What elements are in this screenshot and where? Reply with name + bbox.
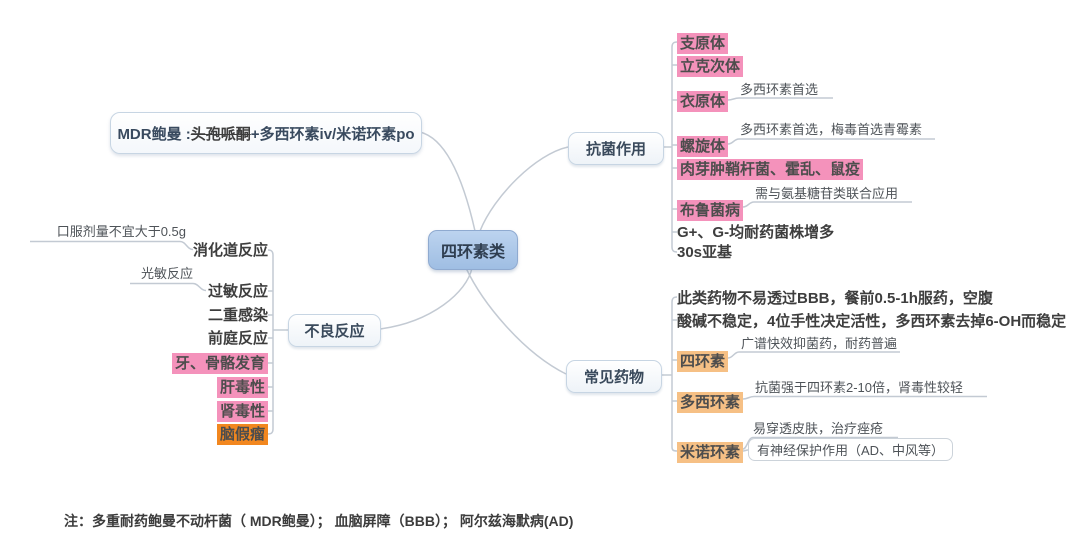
branch-adverse-reactions[interactable]: 不良反应: [288, 314, 381, 347]
photosensitivity-note[interactable]: 光敏反应: [140, 266, 193, 281]
topic-mycoplasma[interactable]: 支原体: [677, 33, 729, 54]
footnote: 注：多重耐药鲍曼不动杆菌（ MDR鲍曼）； 血脑屏障（BBB）； 阿尔兹海默病(…: [64, 513, 574, 529]
floating-topic-suffix: +多西环素iv/米诺环素po: [250, 125, 415, 143]
tetracycline-note[interactable]: 广谱快效抑菌药，耐药普遍: [741, 336, 898, 351]
note-underlines-antibacterial: [727, 97, 935, 208]
brucellosis-note[interactable]: 需与氨基糖苷类联合应用: [755, 186, 899, 201]
minocycline-note-neuroprotective[interactable]: 有神经保护作用（AD、中风等）: [748, 438, 954, 461]
topic-30s-subunit[interactable]: 30s亚基: [677, 244, 733, 261]
connector-center-floating: [419, 131, 476, 232]
topic-minocycline[interactable]: 米诺环素: [677, 442, 744, 463]
topic-allergic-reaction[interactable]: 过敏反应: [207, 283, 268, 300]
topic-brucellosis[interactable]: 布鲁菌病: [677, 200, 744, 221]
floating-topic-prefix: MDR鲍曼 :: [117, 125, 191, 143]
topic-granuloma-cholera-plague[interactable]: 肉芽肿鞘杆菌、霍乱、鼠疫: [677, 159, 864, 180]
topic-resistant-strains[interactable]: G+、G-均耐药菌株增多: [677, 224, 835, 241]
topic-stability-note[interactable]: 酸碱不稳定，4位手性决定活性，多西环素去掉6-OH而稳定: [677, 313, 1067, 330]
branch-antibacterial[interactable]: 抗菌作用: [568, 132, 664, 165]
topic-gi-reaction[interactable]: 消化道反应: [192, 242, 268, 259]
topic-spirochete[interactable]: 螺旋体: [677, 136, 729, 157]
spirochete-note[interactable]: 多西环素首选，梅毒首选青霉素: [740, 122, 923, 137]
note-underlines-adverse: [30, 240, 207, 292]
oral-dose-note[interactable]: 口服剂量不宜大于0.5g: [56, 224, 186, 239]
topic-rickettsia[interactable]: 立克次体: [677, 56, 744, 77]
floating-topic-mdr[interactable]: MDR鲍曼 :头孢哌酮+多西环素iv/米诺环素po: [110, 112, 422, 154]
topic-hepatotoxicity[interactable]: 肝毒性: [216, 377, 268, 398]
topic-doxycycline[interactable]: 多西环素: [677, 392, 744, 413]
connector-center-common-drugs: [465, 267, 567, 375]
minocycline-note-skin[interactable]: 易穿透皮肤，治疗痤疮: [753, 421, 884, 436]
topic-bbb-dosing-note[interactable]: 此类药物不易透过BBB，餐前0.5-1h服药，空腹: [677, 290, 993, 307]
connector-center-adverse: [379, 267, 473, 330]
doxycycline-note[interactable]: 抗菌强于四环素2-10倍，肾毒性较轻: [755, 380, 964, 395]
topic-teeth-bone-development[interactable]: 牙、骨骼发育: [171, 353, 268, 374]
connector-center-antibacterial: [479, 146, 569, 232]
branch-common-drugs[interactable]: 常见药物: [566, 360, 662, 393]
chlamydia-note[interactable]: 多西环素首选: [740, 82, 819, 97]
topic-chlamydia[interactable]: 衣原体: [677, 91, 729, 112]
spine-adverse: [267, 249, 288, 435]
spine-common-drugs: [660, 296, 678, 452]
topic-superinfection[interactable]: 二重感染: [207, 307, 268, 324]
topic-brain-pseudotumor[interactable]: 脑假瘤: [216, 424, 268, 445]
floating-topic-struck-text: 头孢哌酮: [190, 125, 251, 143]
topic-tetracycline[interactable]: 四环素: [677, 351, 729, 372]
topic-vestibular-reaction[interactable]: 前庭反应: [207, 330, 268, 347]
topic-nephrotoxicity[interactable]: 肾毒性: [216, 401, 268, 422]
central-topic[interactable]: 四环素类: [428, 230, 518, 270]
